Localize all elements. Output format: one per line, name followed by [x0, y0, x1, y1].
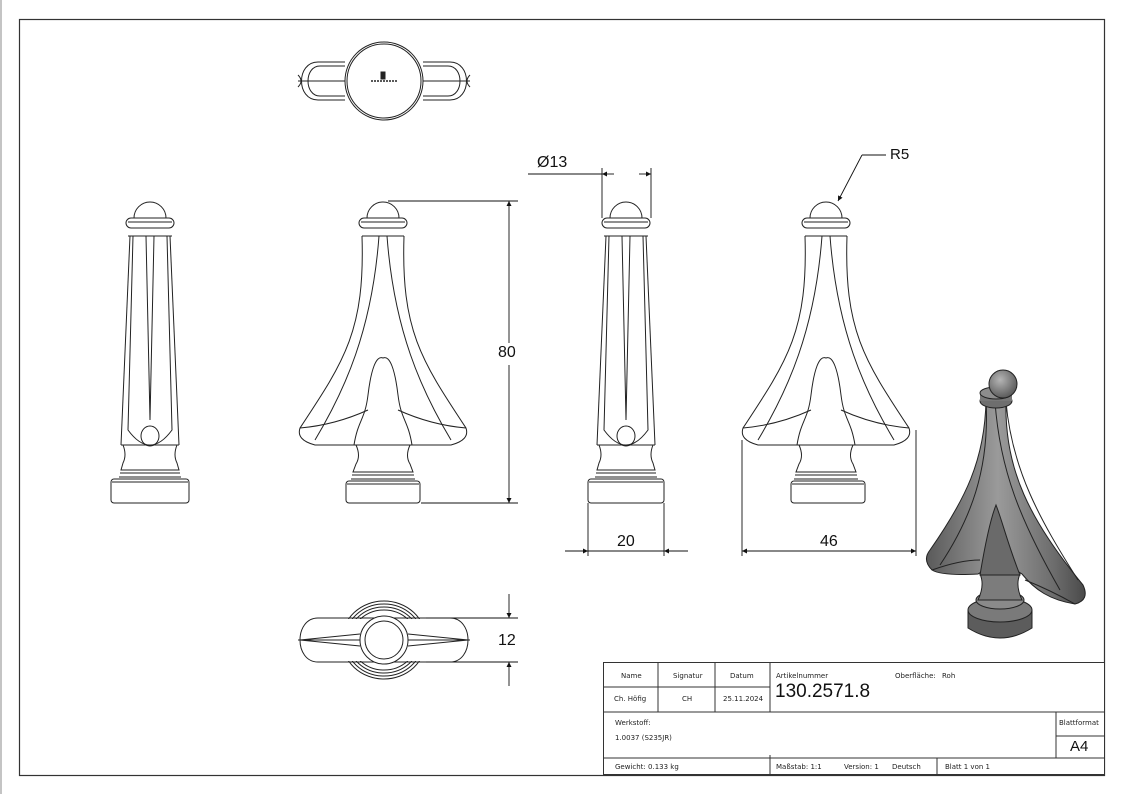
- weight: Gewicht: 0.133 kg: [615, 763, 679, 771]
- sheet-format-label: Blattformat: [1059, 719, 1099, 727]
- bottom-view: [298, 600, 470, 680]
- sheet-number: Blatt 1 von 1: [945, 763, 990, 771]
- base-width-label: 20: [617, 533, 635, 550]
- article-number: 130.2571.8: [775, 681, 871, 702]
- diameter-label: Ø13: [537, 154, 568, 171]
- date-value: 25.11.2024: [723, 695, 764, 703]
- top-view: [297, 41, 471, 121]
- signature-header: Signatur: [673, 672, 703, 680]
- surface-label: Oberfläche:: [895, 672, 936, 680]
- name-value: Ch. Höfig: [614, 695, 647, 703]
- front-view-radius: [741, 201, 911, 504]
- diameter-dimension: [528, 168, 652, 218]
- name-header: Name: [621, 672, 642, 680]
- side-view-right: [587, 201, 665, 504]
- base-width-dimension: [565, 503, 688, 556]
- date-header: Datum: [730, 672, 754, 680]
- isometric-view: [926, 369, 1086, 639]
- radius-leader: [837, 154, 886, 202]
- language: Deutsch: [892, 763, 921, 771]
- thickness-dimension: [426, 594, 518, 686]
- height-label: 80: [498, 344, 516, 361]
- thickness-label: 12: [498, 632, 516, 649]
- front-view: [298, 201, 468, 504]
- sheet-format-value: A4: [1070, 738, 1089, 755]
- version: Version: 1: [844, 763, 879, 771]
- total-width-label: 46: [820, 533, 838, 550]
- article-number-label: Artikelnummer: [776, 672, 829, 680]
- drawing-frame: [18, 18, 1106, 777]
- title-block-frame: [603, 662, 1105, 775]
- scale: Maßstab: 1:1: [776, 763, 822, 771]
- material-label: Werkstoff:: [615, 719, 651, 727]
- height-dimension: [388, 200, 518, 504]
- side-view-left: [110, 201, 190, 504]
- signature-value: CH: [682, 695, 693, 703]
- material-value: 1.0037 (S235JR): [615, 734, 672, 742]
- radius-label: R5: [890, 146, 910, 163]
- surface-value: Roh: [942, 672, 956, 680]
- total-width-dimension: [741, 430, 917, 556]
